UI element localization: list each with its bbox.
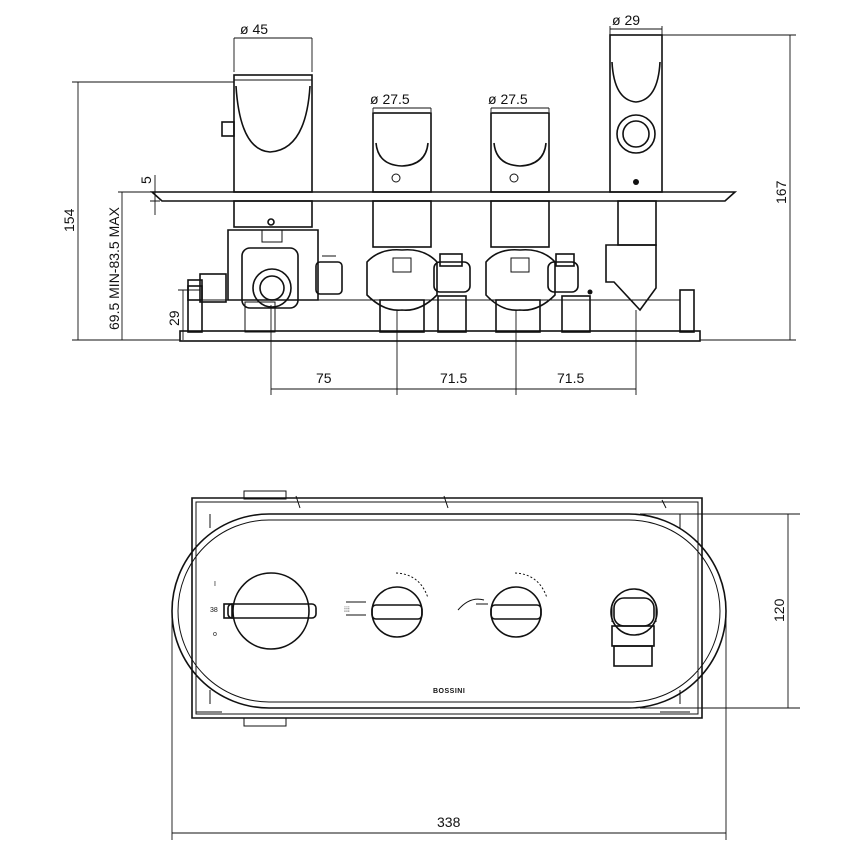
brand-logo: BOSSINI [433, 688, 465, 695]
valve-body-thermostat [187, 218, 343, 333]
frame-post-right [679, 289, 695, 333]
connector-mid [433, 253, 471, 333]
scale-mark-top: I [214, 581, 216, 588]
diverter-knob-front-2 [457, 572, 548, 638]
dim-range: 69.5 MIN-83.5 MAX [106, 206, 122, 330]
cover-plate-front [171, 513, 727, 709]
dim-71-left: 71.5 [440, 370, 467, 386]
dim-d27-right: ø 27.5 [488, 91, 528, 107]
front-view: I 38 o ⁞⁞⁞ [171, 490, 800, 840]
diverter-knob-1 [366, 112, 438, 333]
connector-right [547, 253, 591, 333]
scale-mark-38: 38 [210, 607, 218, 614]
dim-d45: ø 45 [240, 21, 268, 37]
diverter-knob-front-1: ⁞⁞⁞ [344, 572, 429, 638]
dim-d29: ø 29 [612, 12, 640, 28]
frame-post-left [187, 285, 203, 333]
cover-plate [149, 191, 738, 202]
dim-71-right: 71.5 [557, 370, 584, 386]
dim-120-line [640, 513, 800, 709]
dim-338-line [171, 611, 727, 840]
dim-29: 29 [166, 310, 182, 326]
dim-154: 154 [61, 208, 77, 232]
scale-mark-bottom: o [213, 631, 217, 638]
thermostat-knob [221, 74, 313, 228]
base-plate [179, 330, 701, 342]
hand-shower-icon [457, 598, 488, 611]
thermostat-knob-front [223, 572, 317, 650]
dim-338: 338 [437, 814, 461, 830]
side-view: ø 45 ø 27.5 ø 27.5 ø 29 154 69.5 MIN-83.… [61, 12, 796, 395]
dim-d27-left: ø 27.5 [370, 91, 410, 107]
dim-5: 5 [138, 176, 154, 184]
dim-75: 75 [316, 370, 332, 386]
side-dimensions: ø 45 ø 27.5 ø 27.5 ø 29 154 69.5 MIN-83.… [61, 12, 796, 395]
hand-shower-holder-front [610, 588, 658, 667]
hand-shower-holder [587, 34, 663, 312]
rain-shower-icon [346, 601, 366, 616]
dim-167: 167 [773, 180, 789, 204]
rain-icon: ⁞⁞⁞ [344, 607, 350, 614]
dim-120: 120 [771, 598, 787, 622]
diverter-knob-2 [485, 112, 556, 333]
mounting-frame [191, 497, 703, 719]
